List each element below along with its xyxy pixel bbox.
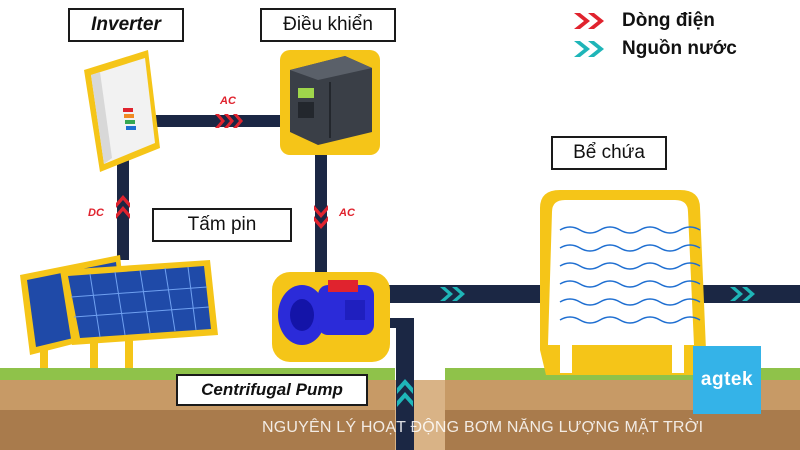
water-arrows <box>397 287 755 407</box>
ac-side-tag: AC <box>339 207 355 219</box>
controller-device <box>280 50 380 155</box>
dc-tag: DC <box>88 207 104 219</box>
inverter-device <box>84 50 160 172</box>
diagram-title: NGUYÊN LÝ HOẠT ĐỘNG BƠM NĂNG LƯỢNG MẶT T… <box>262 419 704 436</box>
agtek-logo: agtek <box>693 346 761 414</box>
solar-panels <box>20 255 218 368</box>
legend-water-label: Nguồn nước <box>622 38 737 59</box>
water-tank <box>540 190 706 375</box>
tank-label: Bể chứa <box>551 136 667 170</box>
pump-device <box>272 272 390 362</box>
solar-panel-label: Tấm pin <box>152 208 292 242</box>
controller-label: Điều khiển <box>260 8 396 42</box>
pump-label: Centrifugal Pump <box>176 374 368 406</box>
legend-water: Nguồn nước <box>572 38 737 60</box>
teal-double-chevron-icon <box>574 41 604 57</box>
logo-text: agtek <box>700 369 754 390</box>
red-double-chevron-icon <box>574 13 604 29</box>
current-arrows <box>116 114 328 229</box>
legend-current-label: Dòng điện <box>622 10 715 31</box>
inverter-label: Inverter <box>68 8 184 42</box>
legend-current: Dòng điện <box>572 10 715 32</box>
ac-top-tag: AC <box>220 95 236 107</box>
